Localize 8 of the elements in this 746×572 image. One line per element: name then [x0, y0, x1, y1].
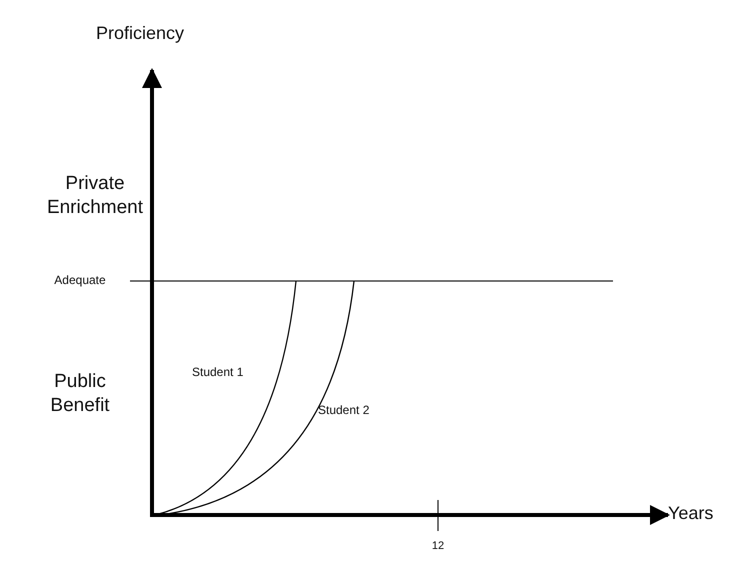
axis-title: Proficiency — [96, 22, 186, 44]
region-label: Public Benefit — [49, 370, 111, 418]
tick-label: 12 — [430, 540, 446, 554]
threshold-label: Adequate — [53, 273, 107, 288]
curve-label: Student 1 — [192, 365, 244, 380]
region-label: Private Enrichment — [46, 172, 144, 220]
axis-title: Years — [668, 502, 714, 524]
curve-label: Student 2 — [318, 403, 370, 418]
